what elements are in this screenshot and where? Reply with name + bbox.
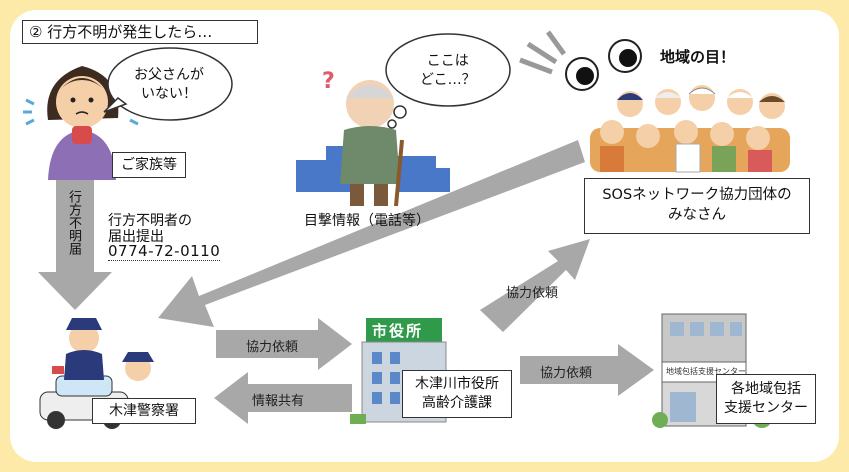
cooperation-arrow-to-center bbox=[520, 344, 654, 396]
cooperation-arrow-to-city bbox=[216, 318, 352, 370]
family-member-illustration bbox=[23, 66, 141, 180]
section-heading: ② 行方不明が発生したら… bbox=[22, 20, 258, 44]
to-center-arrow-label: 協力依頼 bbox=[540, 366, 593, 381]
info-share-arrow-label: 情報共有 bbox=[252, 394, 305, 409]
family-label: ご家族等 bbox=[112, 152, 186, 178]
sos-network-text: SOSネットワーク協力団体の みなさん bbox=[602, 187, 792, 223]
support-center-label-text: 各地域包括 支援センター bbox=[724, 381, 808, 416]
report-arrow bbox=[38, 180, 112, 310]
report-text-line1: 行方不明者の bbox=[108, 213, 192, 229]
police-label-text: 木津警察署 bbox=[109, 402, 179, 419]
sighting-arrow bbox=[158, 140, 585, 327]
support-center-sign: 地域包括支援センター bbox=[666, 367, 746, 376]
family-label-text: ご家族等 bbox=[121, 156, 177, 173]
info-share-arrow bbox=[214, 372, 352, 424]
city-hall-label-text: 木津川市役所 高齢介護課 bbox=[415, 376, 499, 411]
elder-thought-text: ここは どこ…？ bbox=[420, 53, 476, 88]
report-text-line2: 届出提出 bbox=[108, 229, 164, 245]
watching-eyes-icon bbox=[519, 30, 642, 91]
support-center-label: 各地域包括 支援センター bbox=[716, 374, 816, 424]
section-heading-text: ② 行方不明が発生したら… bbox=[29, 22, 213, 41]
community-eyes-caption: 地域の目！ bbox=[660, 48, 736, 66]
report-arrow-label: 行方不明届 bbox=[66, 190, 81, 255]
community-crowd-illustration bbox=[590, 85, 790, 173]
svg-text:?: ? bbox=[322, 69, 335, 94]
cooperation-arrow-to-sos bbox=[480, 239, 590, 332]
family-speech-text: お父さんが いない！ bbox=[134, 67, 204, 102]
police-label: 木津警察署 bbox=[92, 398, 196, 424]
city-hall-sign: 市役所 bbox=[372, 322, 424, 340]
sighting-caption: 目撃情報（電話等） bbox=[304, 213, 430, 229]
report-phone-number: 0774-72-0110 bbox=[108, 242, 221, 261]
to-sos-arrow-label: 協力依頼 bbox=[506, 286, 559, 301]
elder-thought-bubble bbox=[385, 33, 511, 129]
city-hall-label: 木津川市役所 高齢介護課 bbox=[402, 370, 512, 418]
to-city-arrow-label: 協力依頼 bbox=[246, 340, 299, 355]
sos-network-box: SOSネットワーク協力団体の みなさん bbox=[584, 178, 810, 234]
family-speech-bubble bbox=[103, 47, 233, 121]
